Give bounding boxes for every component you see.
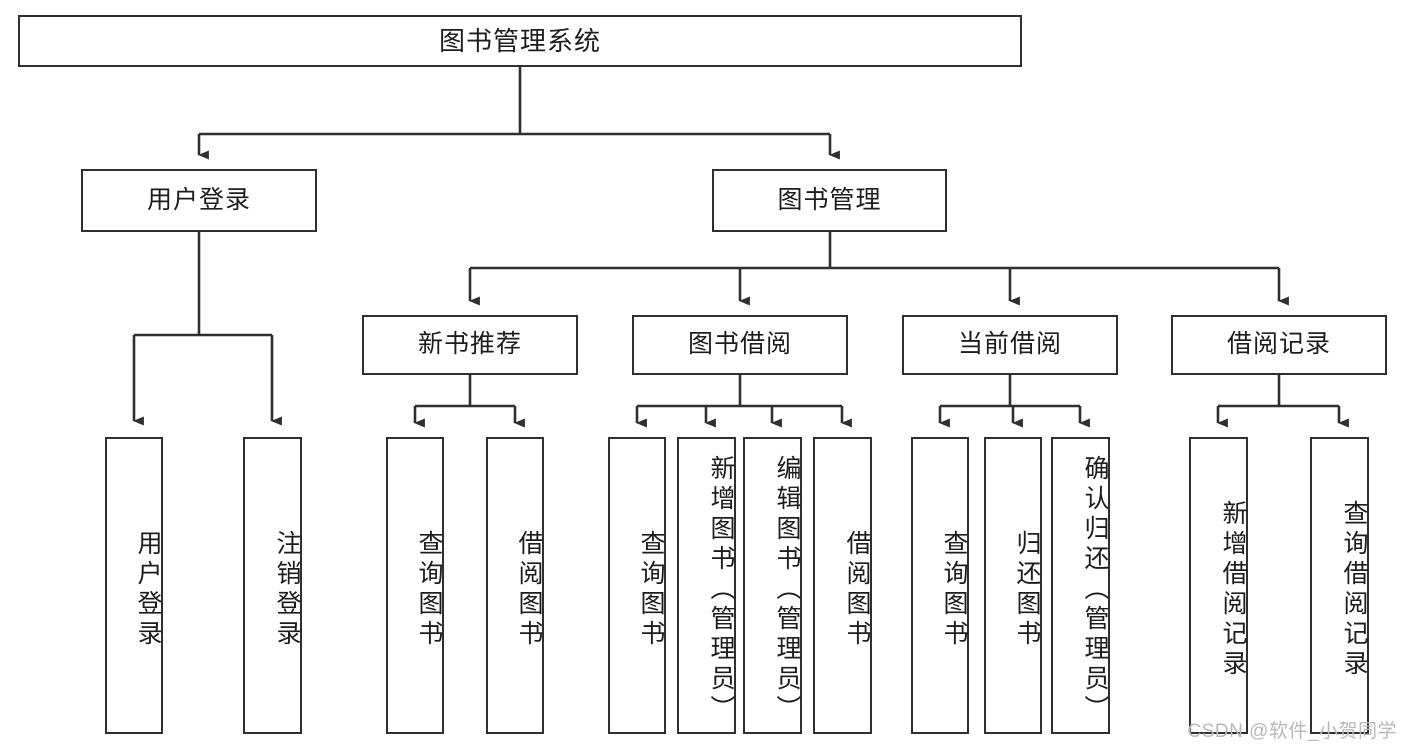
leaf-query-borrow-record[interactable]: 查询借阅记录 — [1310, 437, 1369, 734]
leaf-user-logout-label: 注销登录 — [273, 529, 301, 650]
leaf-borrow-book-recommend[interactable]: 借阅图书 — [486, 437, 544, 734]
leaf-user-logout[interactable]: 注销登录 — [243, 437, 302, 734]
leaf-confirm-return-admin-label: 确认归还（管理员） — [1081, 454, 1109, 725]
node-borrow-record-label: 借阅记录 — [1226, 330, 1331, 359]
node-user-login-label: 用户登录 — [146, 185, 251, 214]
node-book-management[interactable]: 图书管理 — [712, 169, 947, 232]
node-new-book-recommend[interactable]: 新书推荐 — [362, 315, 578, 375]
leaf-query-book-current-label: 查询图书 — [940, 529, 968, 650]
node-book-borrow[interactable]: 图书借阅 — [632, 315, 848, 375]
leaf-edit-book-admin[interactable]: 编辑图书（管理员） — [743, 437, 802, 734]
leaf-return-book-label: 归还图书 — [1013, 529, 1041, 650]
node-new-book-recommend-label: 新书推荐 — [417, 330, 522, 359]
leaf-user-login[interactable]: 用户登录 — [105, 437, 163, 734]
node-root[interactable]: 图书管理系统 — [18, 15, 1022, 67]
leaf-query-book-current[interactable]: 查询图书 — [911, 437, 969, 734]
watermark: CSDN @软件_小贺同学 — [1187, 721, 1397, 742]
leaf-query-book-borrow[interactable]: 查询图书 — [608, 437, 666, 734]
node-book-borrow-label: 图书借阅 — [687, 330, 792, 359]
leaf-add-borrow-record-label: 新增借阅记录 — [1219, 499, 1247, 680]
node-borrow-record[interactable]: 借阅记录 — [1171, 315, 1387, 375]
leaf-add-borrow-record[interactable]: 新增借阅记录 — [1189, 437, 1248, 734]
leaf-add-book-admin-label: 新增图书（管理员） — [707, 454, 735, 725]
leaf-borrow-book[interactable]: 借阅图书 — [813, 437, 872, 734]
leaf-borrow-book-label: 借阅图书 — [843, 529, 871, 650]
node-book-management-label: 图书管理 — [777, 185, 882, 214]
leaf-query-book-recommend[interactable]: 查询图书 — [386, 437, 444, 734]
leaf-return-book[interactable]: 归还图书 — [984, 437, 1042, 734]
leaf-query-book-borrow-label: 查询图书 — [637, 529, 665, 650]
leaf-confirm-return-admin[interactable]: 确认归还（管理员） — [1051, 437, 1110, 734]
node-user-login[interactable]: 用户登录 — [81, 169, 317, 232]
leaf-add-book-admin[interactable]: 新增图书（管理员） — [677, 437, 736, 734]
node-current-borrow-label: 当前借阅 — [957, 330, 1062, 359]
leaf-borrow-book-recommend-label: 借阅图书 — [515, 529, 543, 650]
node-current-borrow[interactable]: 当前借阅 — [902, 315, 1118, 375]
node-root-label: 图书管理系统 — [438, 25, 601, 56]
leaf-edit-book-admin-label: 编辑图书（管理员） — [773, 454, 801, 725]
leaf-user-login-label: 用户登录 — [134, 529, 162, 650]
leaf-query-borrow-record-label: 查询借阅记录 — [1340, 499, 1368, 680]
leaf-query-book-recommend-label: 查询图书 — [415, 529, 443, 650]
